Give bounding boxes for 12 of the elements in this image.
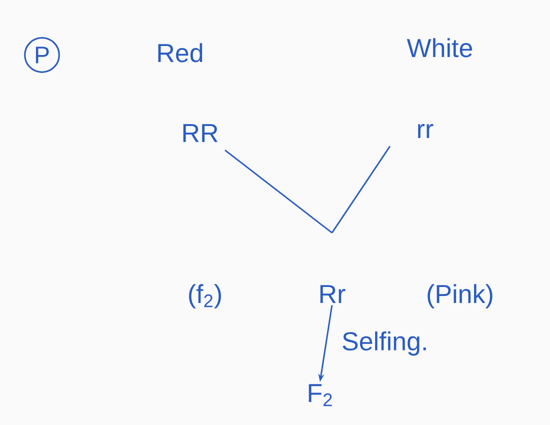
- phenotype-label: (Pink): [428, 284, 492, 308]
- phenotype-label: (f$_{2}$): [189, 284, 221, 308]
- phenotype-label: Red: [158, 43, 202, 62]
- cross-line: [224, 150, 332, 234]
- phenotype-label: White: [406, 38, 472, 58]
- genotype-label: Rr: [320, 285, 346, 303]
- edge-label: Selfing.: [342, 331, 426, 356]
- genotype-label: F$_{2}$: [308, 384, 332, 406]
- circled-letter: P: [24, 37, 60, 73]
- genotype-label: rr: [418, 124, 434, 138]
- genotype-label: RR: [183, 124, 218, 142]
- cross-line: [331, 146, 391, 234]
